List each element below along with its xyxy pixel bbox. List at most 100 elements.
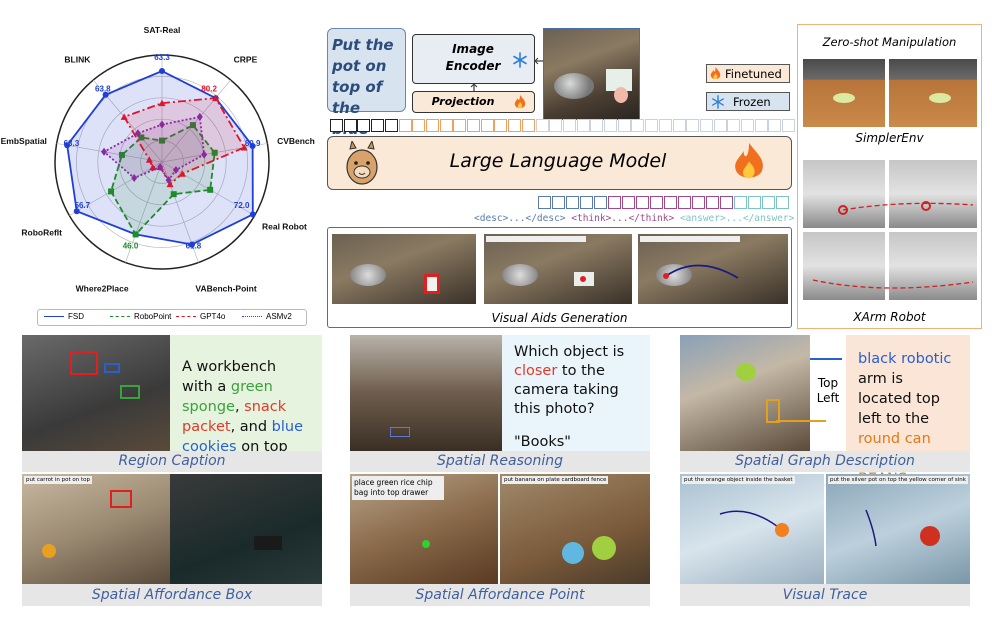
input-token [343,119,357,132]
input-token [384,119,398,132]
value-label: 63.8 [95,85,111,94]
legend-item: GPT4o [176,312,225,321]
simpler-env-image-2 [889,59,977,127]
output-tags: <desc>...</desc> <think>...</think> <ans… [474,213,794,224]
axis-label: Where2Place [76,283,129,293]
spatial-reasoning-text: Which object is closer to the camera tak… [502,335,650,451]
simpler-env-image-1 [803,59,885,127]
cloth [606,69,632,91]
top-left-label-box: Top Left [810,372,846,412]
xarm-image-4 [889,232,977,300]
legend-finetuned: Finetuned [706,64,790,83]
series-gpt4o-point [145,156,153,163]
reasoning-text-spans: Which object is closer to the camera tak… [514,344,624,417]
input-token [521,119,535,132]
series-robopoint-point [207,186,214,193]
value-label: 63.3 [154,53,170,62]
xarm-image-3 [803,232,885,300]
llama-icon [346,141,378,185]
input-token [604,119,617,132]
legend-frozen: Frozen [706,92,790,111]
series-fsd-point [64,142,71,149]
series-robopoint-point [108,188,115,195]
region-text-spans: A workbench with a green sponge, snack p… [182,359,303,455]
series-asmv2-point [131,174,138,183]
series-gpt4o-point [240,144,248,151]
series-asmv2-point [134,129,141,138]
region-caption-text: A workbench with a green sponge, snack p… [170,335,322,455]
input-token [699,119,713,132]
affordance-point-image-1: place green rice chip bag into top drawe… [350,474,498,584]
grid-spoke [69,161,163,216]
value-label: 80.9 [245,139,261,148]
graph-connector-bottom [776,420,826,422]
series-asmv2-point [159,120,165,129]
legend-label: RoboPoint [134,312,172,321]
affordance-box-label: Spatial Affordance Box [22,584,322,606]
text-span: , and [230,419,272,435]
reasoning-answer: "Books" [514,434,571,450]
spatial-graph-text: black robotic arm is located top left to… [846,335,970,487]
input-token [645,119,659,132]
series-asmv2-point [172,166,179,175]
text-span: to the camera taking this photo? [514,363,619,417]
legend-item: RoboPoint [110,312,171,321]
legend-swatch [44,316,64,318]
instruction-box: Put the pot on top of the blue cloth [327,28,406,159]
input-token [412,119,426,132]
input-token [727,119,741,132]
series-robopoint-point [138,134,145,141]
value-label: 46.0 [123,241,139,250]
llm-box: Large Language Model [327,136,792,190]
snowflake-icon [712,95,724,109]
output-token [748,196,761,209]
xarm-label: XArm Robot [853,310,926,324]
series-asmv2-point [101,147,108,156]
legend-label: ASMv2 [266,312,292,321]
output-token [692,196,705,209]
series-gpt4o-area [122,97,246,186]
region-box-blue [104,363,120,373]
value-label: 63.3 [64,139,80,148]
series-asmv2-area [102,115,206,182]
value-label: 61.8 [186,241,202,250]
input-token [686,119,700,132]
series-asmv2-point [165,176,172,185]
series-fsd-point [73,208,80,215]
affordance-point-overlay-2: put banana on plate cardboard fence [502,476,609,484]
text-span: , [234,399,245,415]
aid-image-3 [638,234,788,304]
input-token [549,119,563,132]
input-token [453,119,467,132]
region-caption-label: Region Caption [22,451,322,472]
series-fsd-point [189,241,196,248]
visual-aids-panel: Visual Aids Generation [327,227,792,328]
output-token [720,196,733,209]
simpler-env-label: SimplerEnv [855,131,924,145]
frozen-label: Frozen [733,95,771,109]
input-token [576,119,590,132]
axis-label: RoboRefIt [21,228,62,238]
xarm-trace [812,201,974,289]
output-token [664,196,677,209]
series-robopoint-area [110,123,216,236]
tag-think: <think>...</think> [571,213,675,224]
input-token [562,119,576,132]
xarm-image-1 [803,160,885,228]
input-token [398,119,412,132]
tag-answer: <answer>...</answer> [679,213,795,224]
input-image [543,28,640,120]
text-span: snack packet [182,399,287,435]
affordance-point-label: Spatial Affordance Point [350,584,650,606]
series-gpt4o-point [178,170,186,177]
axis-label: CRPE [234,55,258,65]
input-token [439,119,453,132]
input-token [508,119,522,132]
output-token [608,196,621,209]
value-label: 56.7 [75,201,91,210]
input-token [713,119,727,132]
visual-aids-caption: Visual Aids Generation [491,311,628,325]
